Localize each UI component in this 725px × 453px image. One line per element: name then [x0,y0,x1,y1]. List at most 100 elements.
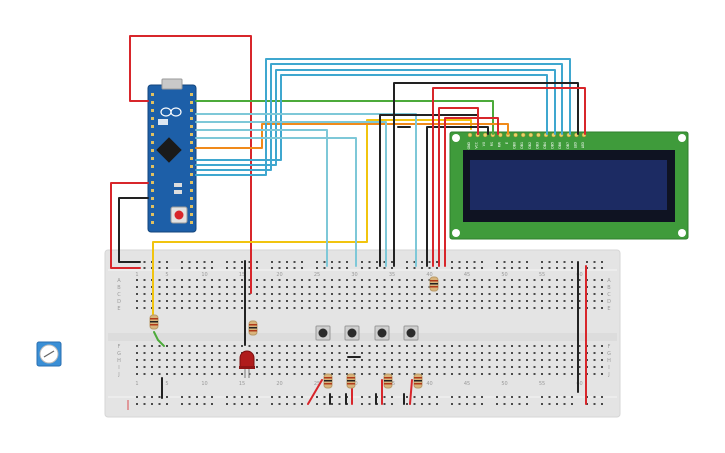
lcd-pin-label: E [505,142,509,144]
header-pin-icon [151,173,154,176]
header-pin-icon [151,101,154,104]
breadboard-row-letter: H [607,358,611,364]
header-pin-icon [151,93,154,96]
lcd-screen [470,160,667,210]
header-pin-icon [190,133,193,136]
lcd-pin-label: DB6 [558,142,562,149]
breadboard-row-letter: J [607,372,609,378]
resistor[interactable] [413,373,423,389]
breadboard[interactable]: 1155101015152020252530303535404045455050… [104,249,621,418]
header-pin-icon [151,197,154,200]
resistor[interactable] [149,314,159,330]
pushbutton[interactable] [315,325,331,341]
header-pin-icon [151,149,154,152]
header-pin-icon [151,189,154,192]
mount-hole-icon [452,229,460,237]
arduino-logo-icon [160,107,182,117]
header-pin-icon [190,101,193,104]
header-pin-icon [151,205,154,208]
header-pin-icon [151,109,154,112]
breadboard-row-letter: F [118,344,121,350]
pushbutton[interactable] [344,325,360,341]
header-pin-icon [190,109,193,112]
breadboard-row-letter: C [117,292,121,298]
header-pin-icon [190,141,193,144]
breadboard-row-letter: G [607,351,611,357]
lcd-pin-label: DB1 [520,142,524,149]
arduino-pin-headers [151,93,193,224]
breadboard-row-letter: E [607,306,610,312]
lcd-pin-label: DB3 [535,142,539,149]
breadboard-column-number: 40 [426,272,432,278]
pushbutton[interactable] [374,325,390,341]
header-pin-icon [190,157,193,160]
breadboard-row-letter: B [117,285,121,291]
lcd-pin-label: DB2 [528,142,532,149]
breadboard-column-number: 30 [351,272,357,278]
wire-yellow [152,119,472,319]
mount-hole-icon [452,134,460,142]
resistor[interactable] [429,276,439,292]
header-pin-icon [151,117,154,120]
breadboard-row-letter: B [607,285,611,291]
breadboard-row-letter: I [608,365,609,371]
breadboard-column-number: 10 [201,272,207,278]
lcd-pin-icon [482,132,488,138]
header-pin-icon [190,181,193,184]
breadboard-column-number: 45 [464,272,470,278]
lcd-pin-label: DB7 [566,142,570,149]
pushbutton[interactable] [403,325,419,341]
breadboard-row-letter: C [607,292,611,298]
lcd-pin-label: DB4 [543,142,547,149]
lcd-pin-label: RW [497,141,501,147]
breadboard-holes [136,261,603,405]
lcd-pin-label: V0 [482,142,486,146]
breadboard-row-letter: E [117,306,120,312]
header-pin-icon [151,221,154,224]
header-pin-icon [151,213,154,216]
breadboard-column-number: 5 [165,381,168,387]
header-pin-icon [151,125,154,128]
resistor[interactable] [323,373,333,389]
breadboard-row-letter: J [117,372,119,378]
wire-red [444,117,499,267]
resistor[interactable] [248,320,258,336]
wire-orange [195,123,509,149]
wire-light-cyan [195,113,417,267]
breadboard-row-letter: G [117,351,121,357]
wire-black [118,197,149,263]
breadboard-column-number: 60 [576,272,582,278]
resistor[interactable] [346,373,356,389]
led-red[interactable] [239,350,255,378]
breadboard-row-letter: D [607,299,611,305]
resistor[interactable] [383,373,393,389]
wire-red [307,379,323,405]
lcd-pin-icon [513,132,518,138]
reset-button-icon[interactable] [174,210,184,220]
wire-red [432,87,586,267]
breadboard-row-letter: F [608,344,611,350]
wire-light-cyan [195,129,328,267]
lcd-pin-icon [498,132,503,138]
lcd-pin-label: LED [573,141,577,148]
potentiometer[interactable] [36,341,62,367]
header-pin-icon [190,221,193,224]
breadboard-column-number: 15 [239,272,245,278]
arduino-micro[interactable] [147,78,197,233]
breadboard-column-number: 20 [276,272,282,278]
breadboard-column-number: 55 [539,272,545,278]
header-pin-icon [151,157,154,160]
lcd-pin-icon [536,132,541,138]
header-pin-icon [190,197,193,200]
wire-cyan [195,69,556,166]
mount-hole-icon [678,134,686,142]
header-pin-icon [190,149,193,152]
header-pin-icon [190,189,193,192]
lcd-pin-label: DB5 [551,142,555,149]
breadboard-column-number: 1 [135,381,138,387]
wire-green [153,331,165,347]
header-pin-icon [190,125,193,128]
